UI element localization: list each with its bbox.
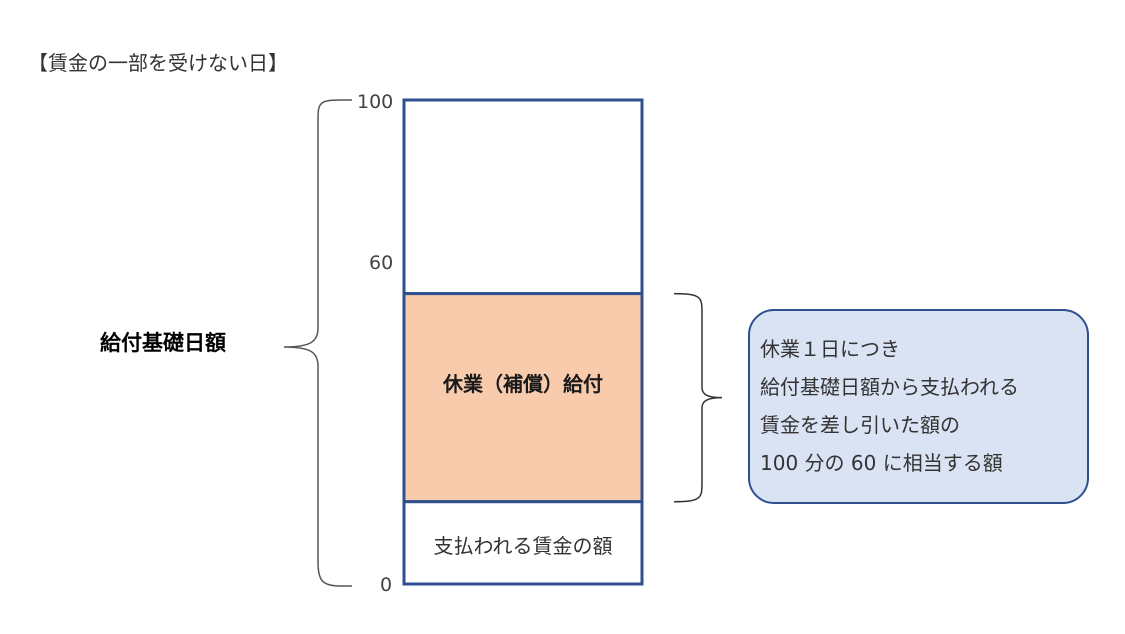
explanation-callout: 休業１日につき 給付基礎日額から支払われる 賃金を差し引いた額の 100 分の … [748,309,1089,504]
callout-line-2: 給付基礎日額から支払われる [760,375,1019,399]
page-title: 【賃金の一部を受けない日】 [28,51,288,75]
callout-line-3: 賃金を差し引いた額の [760,413,960,437]
callout-line-4: 100 分の 60 に相当する額 [760,451,1003,475]
tick-label-100: 100 [357,91,394,113]
callout-line-1: 休業１日につき [760,337,900,361]
bar-segment-wage [402,500,644,586]
benefit-segment-label: 休業（補償）給付 [443,372,603,396]
tick-label-60: 60 [369,252,394,274]
right-brace [673,292,723,503]
tick-label-0: 0 [380,574,393,596]
base-daily-amount-label: 給付基礎日額 [100,331,226,355]
wage-segment-label: 支払われる賃金の額 [433,534,613,558]
bar-segment-benefit [402,292,644,504]
bar-segment-remaining [402,98,644,296]
left-brace [283,99,341,587]
